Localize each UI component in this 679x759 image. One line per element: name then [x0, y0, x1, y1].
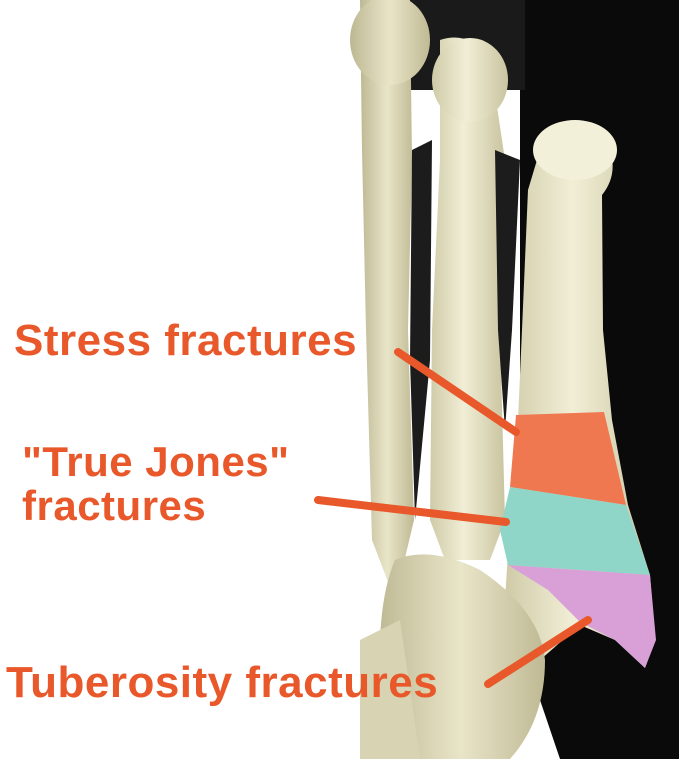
tuberosity-fractures-text: Tuberosity fractures	[6, 660, 438, 706]
true-jones-line1: "True Jones"	[22, 440, 290, 484]
fifth-metatarsal-head	[533, 120, 617, 180]
true-jones-line2: fractures	[22, 484, 290, 528]
stress-fractures-text: Stress fractures	[14, 318, 357, 364]
bone-gap-dark	[410, 140, 432, 520]
joint-head-middle	[432, 38, 508, 122]
tuberosity-fractures-label: Tuberosity fractures	[6, 660, 438, 706]
stress-fractures-label: Stress fractures	[14, 318, 357, 364]
true-jones-fractures-label: "True Jones" fractures	[22, 440, 290, 528]
